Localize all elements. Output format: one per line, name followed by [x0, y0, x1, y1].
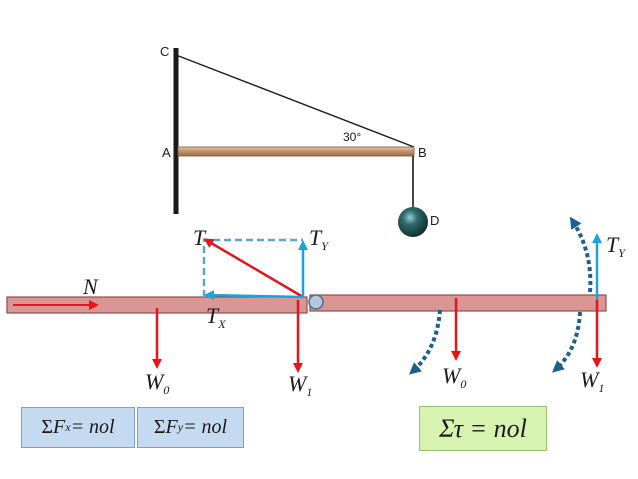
- weight-ball: [398, 207, 428, 237]
- label-c: C: [160, 44, 169, 59]
- top-structure: C A B D 30°: [160, 44, 439, 237]
- label-w0-left: W0: [145, 369, 169, 397]
- sum-torque-text: Στ = nol: [439, 413, 527, 443]
- sum-fx-sigma: Σ: [41, 416, 54, 438]
- label-d: D: [430, 213, 439, 228]
- sum-fx-var: F: [53, 416, 66, 438]
- sum-fy-rest: = nol: [183, 416, 228, 438]
- label-a: A: [162, 145, 171, 160]
- label-ty-left: TY: [309, 225, 329, 253]
- equation-sum-torque: Στ = nol: [419, 406, 547, 451]
- free-body-left: T TY TX N W0 W1: [6, 225, 329, 399]
- label-t: T: [193, 225, 207, 250]
- free-body-right: TY W0 W1: [308, 216, 626, 395]
- tension-arrow: [203, 238, 304, 299]
- label-w0-right: W0: [442, 363, 466, 391]
- label-w1-left: W1: [288, 371, 312, 399]
- tension-x-arrow: [204, 290, 304, 301]
- pivot-point: [308, 294, 324, 310]
- label-b: B: [418, 145, 427, 160]
- torque-arc-w0: [408, 309, 442, 375]
- label-w1-right: W1: [580, 367, 604, 395]
- label-n: N: [82, 274, 99, 299]
- sum-fy-sigma: Σ: [153, 416, 166, 438]
- beam-right: [309, 294, 607, 312]
- torque-arc-ty-up: [569, 216, 593, 293]
- label-tx: TX: [206, 303, 226, 331]
- sum-fx-sub: x: [65, 420, 71, 434]
- label-ty-right: TY: [606, 232, 626, 260]
- cable-cb: [175, 54, 415, 148]
- sum-fx-rest: = nol: [70, 416, 115, 438]
- sum-fy-var: F: [165, 416, 178, 438]
- rod-ab: [177, 146, 415, 157]
- torque-arc-w1-down: [551, 311, 582, 373]
- sum-fy-sub: y: [177, 420, 184, 434]
- label-angle: 30°: [343, 130, 361, 144]
